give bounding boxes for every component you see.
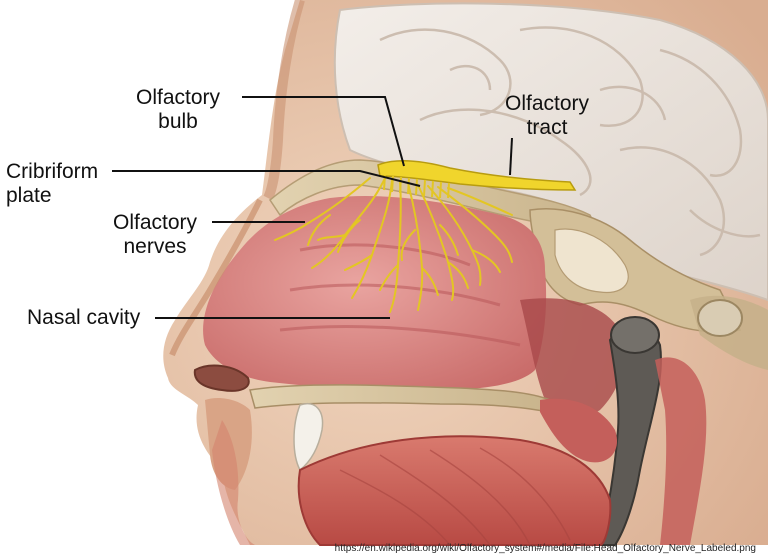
label-cribriform-plate-line2: plate (6, 184, 52, 207)
leader-olfactory-tract (509, 137, 513, 176)
label-nasal-cavity: Nasal cavity (27, 306, 140, 330)
nasopharynx (520, 298, 624, 416)
cribriform-fibers (383, 174, 450, 199)
skull-outline (263, 0, 305, 201)
tongue (297, 435, 612, 546)
label-olfactory-tract: Olfactory tract (505, 92, 589, 140)
olfactory-bulb-tract (377, 159, 577, 191)
label-olfactory-nerves-line1: Olfactory (113, 211, 198, 234)
brain-folds (379, 26, 761, 257)
label-olfactory-nerves: Olfactory nerves (113, 211, 197, 259)
tube-opening (610, 316, 660, 354)
label-olfactory-bulb-line1: Olfactory (136, 86, 221, 109)
label-olfactory-tract-line1: Olfactory (505, 92, 590, 115)
label-nasal-cavity-text: Nasal cavity (27, 306, 141, 329)
label-cribriform-plate-line1: Cribriform (6, 160, 99, 183)
ear-canal-shape (697, 299, 743, 337)
turbinates (279, 243, 521, 347)
label-olfactory-nerves-line2: nerves (123, 235, 187, 258)
nostril (193, 364, 250, 392)
label-olfactory-bulb: Olfactory bulb (136, 86, 220, 134)
source-url: https://en.wikipedia.org/wiki/Olfactory_… (334, 543, 756, 554)
cheek-muscle (212, 420, 255, 545)
leader-lines (112, 96, 513, 319)
tongue-fibers (339, 447, 571, 546)
nasal-cavity-region (203, 195, 547, 390)
label-olfactory-bulb-line2: bulb (158, 110, 198, 133)
leader-cribriform-plate (112, 170, 421, 187)
label-olfactory-tract-line2: tract (526, 116, 568, 139)
sphenoid-sinus (554, 228, 629, 294)
pharynx-wall (655, 357, 707, 545)
label-cribriform-plate: Cribriform plate (6, 160, 98, 208)
olfactory-nerves (274, 177, 513, 313)
soft-palate (540, 398, 618, 463)
tooth (293, 403, 324, 472)
eustachian-tube (598, 324, 662, 546)
leader-olfactory-bulb (242, 96, 405, 167)
nose-bridge (169, 198, 263, 357)
